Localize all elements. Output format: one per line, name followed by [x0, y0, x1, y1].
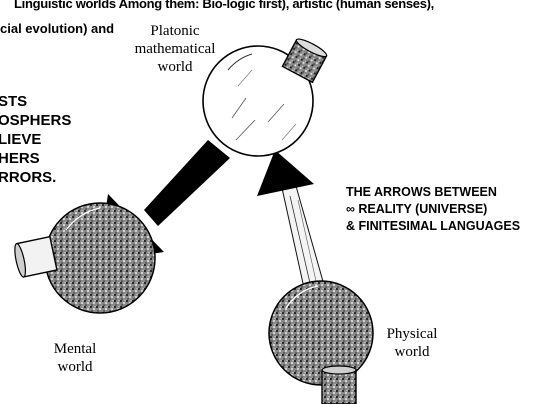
physical-cork [322, 366, 356, 404]
arrow-physical-to-platonic [257, 150, 326, 297]
label-line: Physical [362, 325, 462, 343]
arrowhead-to-platonic [257, 150, 314, 196]
left-note-line: RRORS. [0, 168, 71, 187]
physical-world-label: Physical world [362, 325, 462, 361]
right-note-line: ∞ REALITY (UNIVERSE) [346, 201, 520, 218]
right-note: THE ARROWS BETWEEN ∞ REALITY (UNIVERSE) … [346, 184, 520, 235]
label-line: world [120, 58, 230, 76]
left-note-line: LIEVE [0, 130, 71, 149]
physical-sphere [269, 281, 373, 404]
right-note-line: THE ARROWS BETWEEN [346, 184, 520, 201]
left-note-line: OSPHERS [0, 111, 71, 130]
label-line: Platonic [120, 22, 230, 40]
left-note-line: HERS [0, 149, 71, 168]
label-line: world [30, 358, 120, 376]
right-note-line: & FINITESIMAL LANGUAGES [346, 218, 520, 235]
mental-cork [13, 237, 57, 278]
left-note-line: STS [0, 92, 71, 111]
label-line: world [362, 343, 462, 361]
header-line-2: cial evolution) and [0, 21, 114, 36]
left-note: STS OSPHERS LIEVE HERS RRORS. [0, 92, 71, 187]
label-line: Mental [30, 340, 120, 358]
label-line: mathematical [120, 40, 230, 58]
header-line-1: Linguistic worlds Among them: Bio-logic … [14, 0, 434, 11]
mental-world-label: Mental world [30, 340, 120, 376]
mental-sphere [13, 203, 155, 313]
platonic-world-label: Platonic mathematical world [120, 22, 230, 76]
